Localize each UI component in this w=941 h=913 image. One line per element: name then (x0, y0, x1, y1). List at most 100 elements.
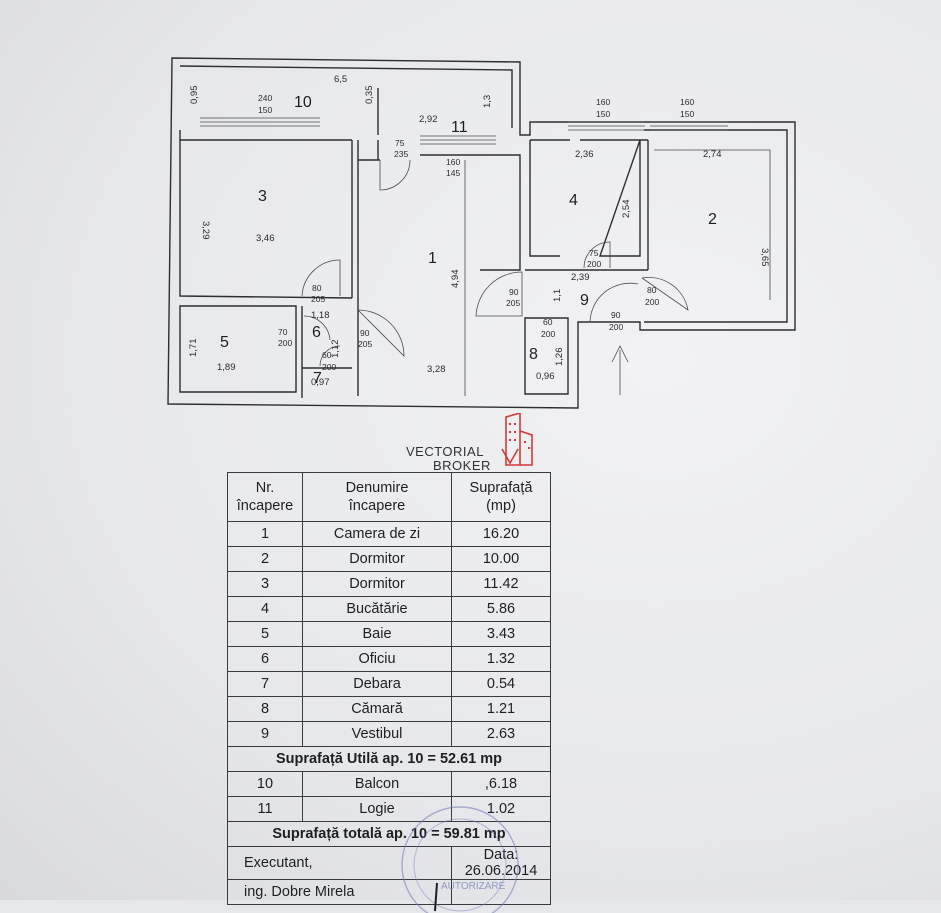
dim-room11-length: 1,3 (482, 95, 493, 108)
room-number-5: 5 (220, 334, 229, 351)
svg-text:160: 160 (446, 157, 460, 167)
useful-area-subtotal: Suprafață Utilă ap. 10 = 52.61 mp (227, 746, 551, 772)
svg-text:90: 90 (509, 287, 519, 297)
row-name: Balcon (302, 771, 452, 797)
dim-room9-width: 2,39 (571, 272, 590, 283)
room-number-3: 3 (258, 188, 267, 205)
row-area: 2.63 (451, 721, 551, 747)
row-number: 4 (227, 596, 303, 622)
row-name: Baie (302, 621, 452, 647)
room-number-9: 9 (580, 292, 589, 309)
dim-room11-width: 2,92 (419, 114, 438, 125)
svg-text:90: 90 (360, 328, 370, 338)
opening-window-room10: 240 150 (258, 93, 272, 115)
row-name: Bucătărie (302, 596, 452, 622)
row-number: 3 (227, 571, 303, 597)
room-number-6: 6 (312, 324, 321, 341)
dim-room1-length: 4,94 (450, 270, 461, 289)
row-area: 11.42 (451, 571, 551, 597)
dim-room4-width: 2,36 (575, 149, 594, 160)
row-number: 9 (227, 721, 303, 747)
executant-label: Executant, (227, 846, 452, 880)
dim-room9-length: 1,1 (552, 289, 563, 302)
room-number-8: 8 (529, 346, 538, 363)
stamp-text: AUTORIZARE (441, 881, 506, 892)
dim-room8-length: 1,26 (554, 348, 565, 367)
opening-door-room4: 75 200 (587, 248, 601, 269)
room-numbers: 1 2 3 4 5 6 7 8 9 10 11 (220, 94, 717, 387)
row-area: 1.32 (451, 646, 551, 672)
row-name: Debara (302, 671, 452, 697)
row-number: 5 (227, 621, 303, 647)
header-room-number: Nr. încapere (227, 472, 303, 522)
dim-room10-depth: 0,35 (364, 86, 375, 105)
floor-plan: 1 2 3 4 5 6 7 8 9 10 11 4,94 3,28 2,74 3… (167, 57, 796, 409)
dim-room6-length: 1,12 (330, 340, 341, 359)
dim-room5-width: 1,89 (217, 362, 236, 373)
opening-window-room2: 160 150 (680, 97, 694, 119)
svg-text:150: 150 (596, 109, 610, 119)
svg-text:145: 145 (446, 168, 460, 178)
svg-text:70: 70 (278, 327, 288, 337)
svg-text:205: 205 (358, 339, 372, 349)
svg-text:150: 150 (258, 105, 272, 115)
area-table: Nr. încapere Denumire încapere Suprafață… (227, 472, 551, 905)
svg-text:60: 60 (543, 317, 553, 327)
windows (200, 117, 728, 145)
table-header-row: Nr. încapere Denumire încapere Suprafață… (227, 472, 551, 522)
row-number: 7 (227, 671, 303, 697)
row-name: Camera de zi (302, 521, 452, 547)
room-number-4: 4 (569, 192, 578, 209)
header-room-area: Suprafață (mp) (451, 472, 551, 522)
opening-door-room7: 60 200 (322, 350, 336, 372)
logo-line-1: VECTORIAL (406, 444, 484, 459)
table-row: 10 Balcon ,6.18 (227, 771, 551, 797)
opening-door-room1-hall: 90 205 (358, 328, 372, 349)
dim-room1-width: 3,28 (427, 364, 446, 375)
svg-text:80: 80 (647, 285, 657, 295)
opening-entrance-door: 90 200 (609, 310, 623, 332)
table-row: 7 Debara 0.54 (227, 671, 551, 697)
opening-sizes: 240 150 75 235 160 145 160 150 160 150 8… (258, 93, 694, 372)
dim-room8-width: 0,96 (536, 371, 555, 382)
room-dimensions: 4,94 3,28 2,74 3,65 3,29 3,46 2,36 2,54 … (188, 74, 770, 388)
row-name: Cămară (302, 696, 452, 722)
svg-text:160: 160 (596, 97, 610, 107)
svg-text:150: 150 (680, 109, 694, 119)
subtotal-row: Suprafață Utilă ap. 10 = 52.61 mp (227, 746, 551, 772)
row-area: 3.43 (451, 621, 551, 647)
row-name: Vestibul (302, 721, 452, 747)
opening-door-room8: 60 200 (541, 317, 555, 339)
table-row: 5 Baie 3.43 (227, 621, 551, 647)
row-area: 0.54 (451, 671, 551, 697)
document-date: Data: 26.06.2014 (451, 846, 551, 880)
svg-text:75: 75 (589, 248, 599, 258)
row-area: 1.21 (451, 696, 551, 722)
table-row: 9 Vestibul 2.63 (227, 721, 551, 747)
opening-window-room4: 160 150 (596, 97, 610, 119)
dim-room4-length: 2,54 (621, 200, 632, 219)
opening-door-room3: 80 205 (311, 283, 325, 304)
svg-text:200: 200 (609, 322, 623, 332)
room-number-11: 11 (451, 119, 468, 136)
row-name: Dormitor (302, 546, 452, 572)
table-row: 3 Dormitor 11.42 (227, 571, 551, 597)
north-arrow-icon (611, 345, 629, 395)
row-number: 1 (227, 521, 303, 547)
dim-room3-width: 3,46 (256, 233, 275, 244)
authorization-stamp-icon: AUTORIZARE (401, 806, 519, 913)
opening-door-room2: 80 200 (645, 285, 659, 307)
svg-text:200: 200 (587, 259, 601, 269)
opening-window-room1: 160 145 (446, 157, 460, 178)
dim-room2-width: 2,74 (703, 149, 722, 160)
table-row: 4 Bucătărie 5.86 (227, 596, 551, 622)
svg-text:80: 80 (312, 283, 322, 293)
svg-text:200: 200 (645, 297, 659, 307)
row-number: 10 (227, 771, 303, 797)
svg-text:200: 200 (322, 362, 336, 372)
dim-room2-length: 3,65 (759, 248, 770, 267)
svg-text:205: 205 (311, 294, 325, 304)
row-area: 5.86 (451, 596, 551, 622)
svg-text:240: 240 (258, 93, 272, 103)
row-area: 1.02 (451, 796, 551, 822)
